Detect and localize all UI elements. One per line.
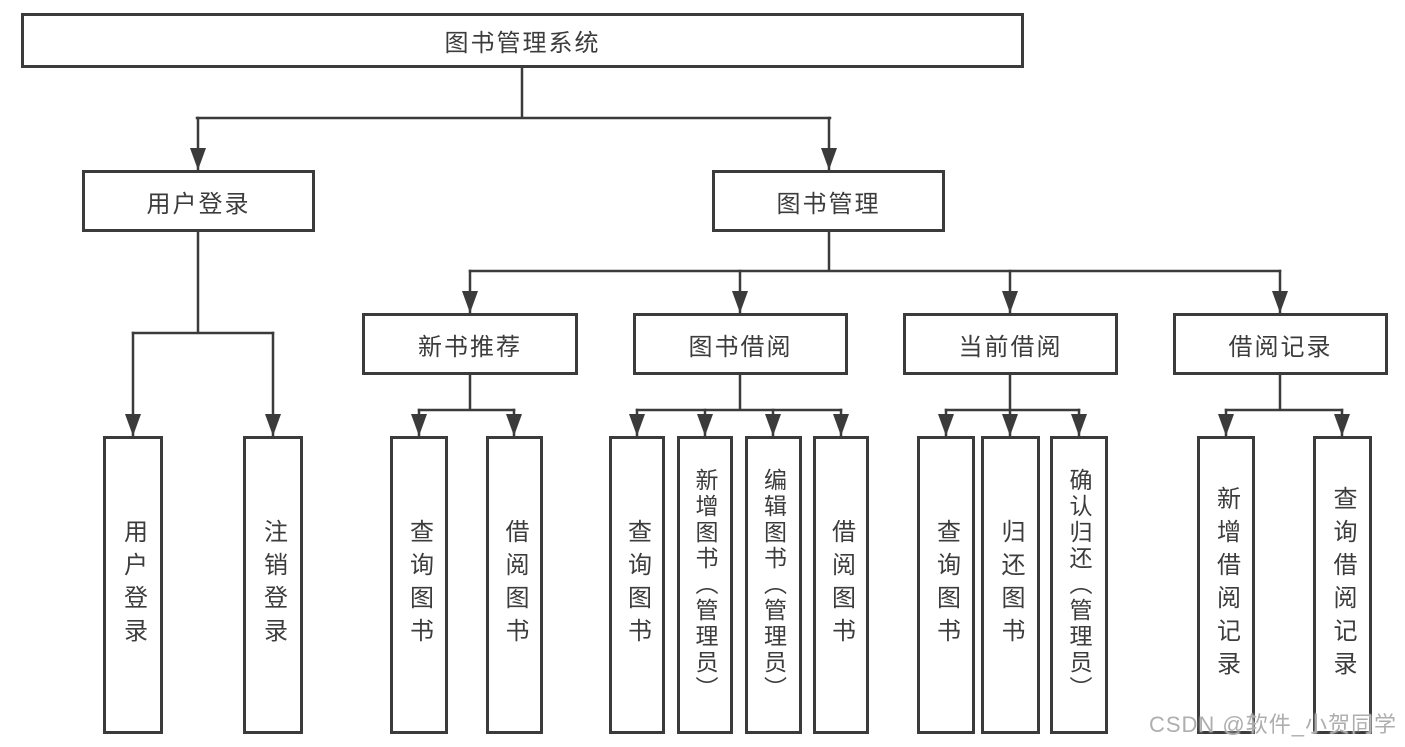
leaf-recommend-borrow-books: 借阅图书 xyxy=(486,436,543,734)
node-label: 当前借阅 xyxy=(958,333,1063,361)
node-label: 图书管理 xyxy=(776,190,881,218)
leaf-edit-book-admin: 编辑图书（管理员） xyxy=(745,436,802,734)
leaf-add-borrow-record: 新增借阅记录 xyxy=(1197,436,1255,734)
leaf-label: 归还图书 xyxy=(997,519,1024,651)
node-label: 用户登录 xyxy=(146,190,251,218)
leaf-label: 查询借阅记录 xyxy=(1329,486,1356,684)
leaf-borrow-books: 借阅图书 xyxy=(813,436,869,734)
leaf-label: 新增借阅记录 xyxy=(1212,486,1240,684)
leaf-label: 确认归还（管理员） xyxy=(1066,468,1092,702)
node-book-borrow: 图书借阅 xyxy=(633,313,848,375)
leaf-label: 查询图书 xyxy=(932,519,960,651)
leaf-label: 用户登录 xyxy=(119,519,147,651)
leaf-label: 查询图书 xyxy=(405,519,433,651)
leaf-return-book: 归还图书 xyxy=(981,436,1040,734)
leaf-label: 新增图书（管理员） xyxy=(692,468,718,702)
csdn-watermark: CSDN @软件_小贺同学 xyxy=(1148,712,1397,737)
node-root-library-system: 图书管理系统 xyxy=(21,13,1024,68)
leaf-current-query-books: 查询图书 xyxy=(917,436,975,734)
leaf-label: 借阅图书 xyxy=(827,519,855,651)
node-label: 图书管理系统 xyxy=(444,30,601,57)
node-label: 借阅记录 xyxy=(1228,333,1333,361)
node-borrow-records: 借阅记录 xyxy=(1173,313,1388,375)
leaf-label: 注销登录 xyxy=(259,519,287,651)
leaf-borrow-query-books: 查询图书 xyxy=(609,436,665,734)
leaf-add-book-admin: 新增图书（管理员） xyxy=(677,436,733,734)
leaf-query-borrow-record: 查询借阅记录 xyxy=(1313,436,1372,734)
leaf-recommend-query-books: 查询图书 xyxy=(390,436,448,734)
node-label: 新书推荐 xyxy=(418,333,522,361)
leaf-label: 编辑图书（管理员） xyxy=(760,468,787,702)
leaf-user-login: 用户登录 xyxy=(103,436,163,734)
node-book-management: 图书管理 xyxy=(712,170,945,232)
leaf-label: 借阅图书 xyxy=(501,519,528,651)
leaf-label: 查询图书 xyxy=(623,519,651,651)
leaf-confirm-return-admin: 确认归还（管理员） xyxy=(1050,436,1108,734)
node-user-login: 用户登录 xyxy=(82,170,315,232)
node-label: 图书借阅 xyxy=(688,333,793,361)
node-current-borrow: 当前借阅 xyxy=(903,313,1118,375)
leaf-logout: 注销登录 xyxy=(243,436,303,734)
node-new-book-recommend: 新书推荐 xyxy=(362,313,578,375)
